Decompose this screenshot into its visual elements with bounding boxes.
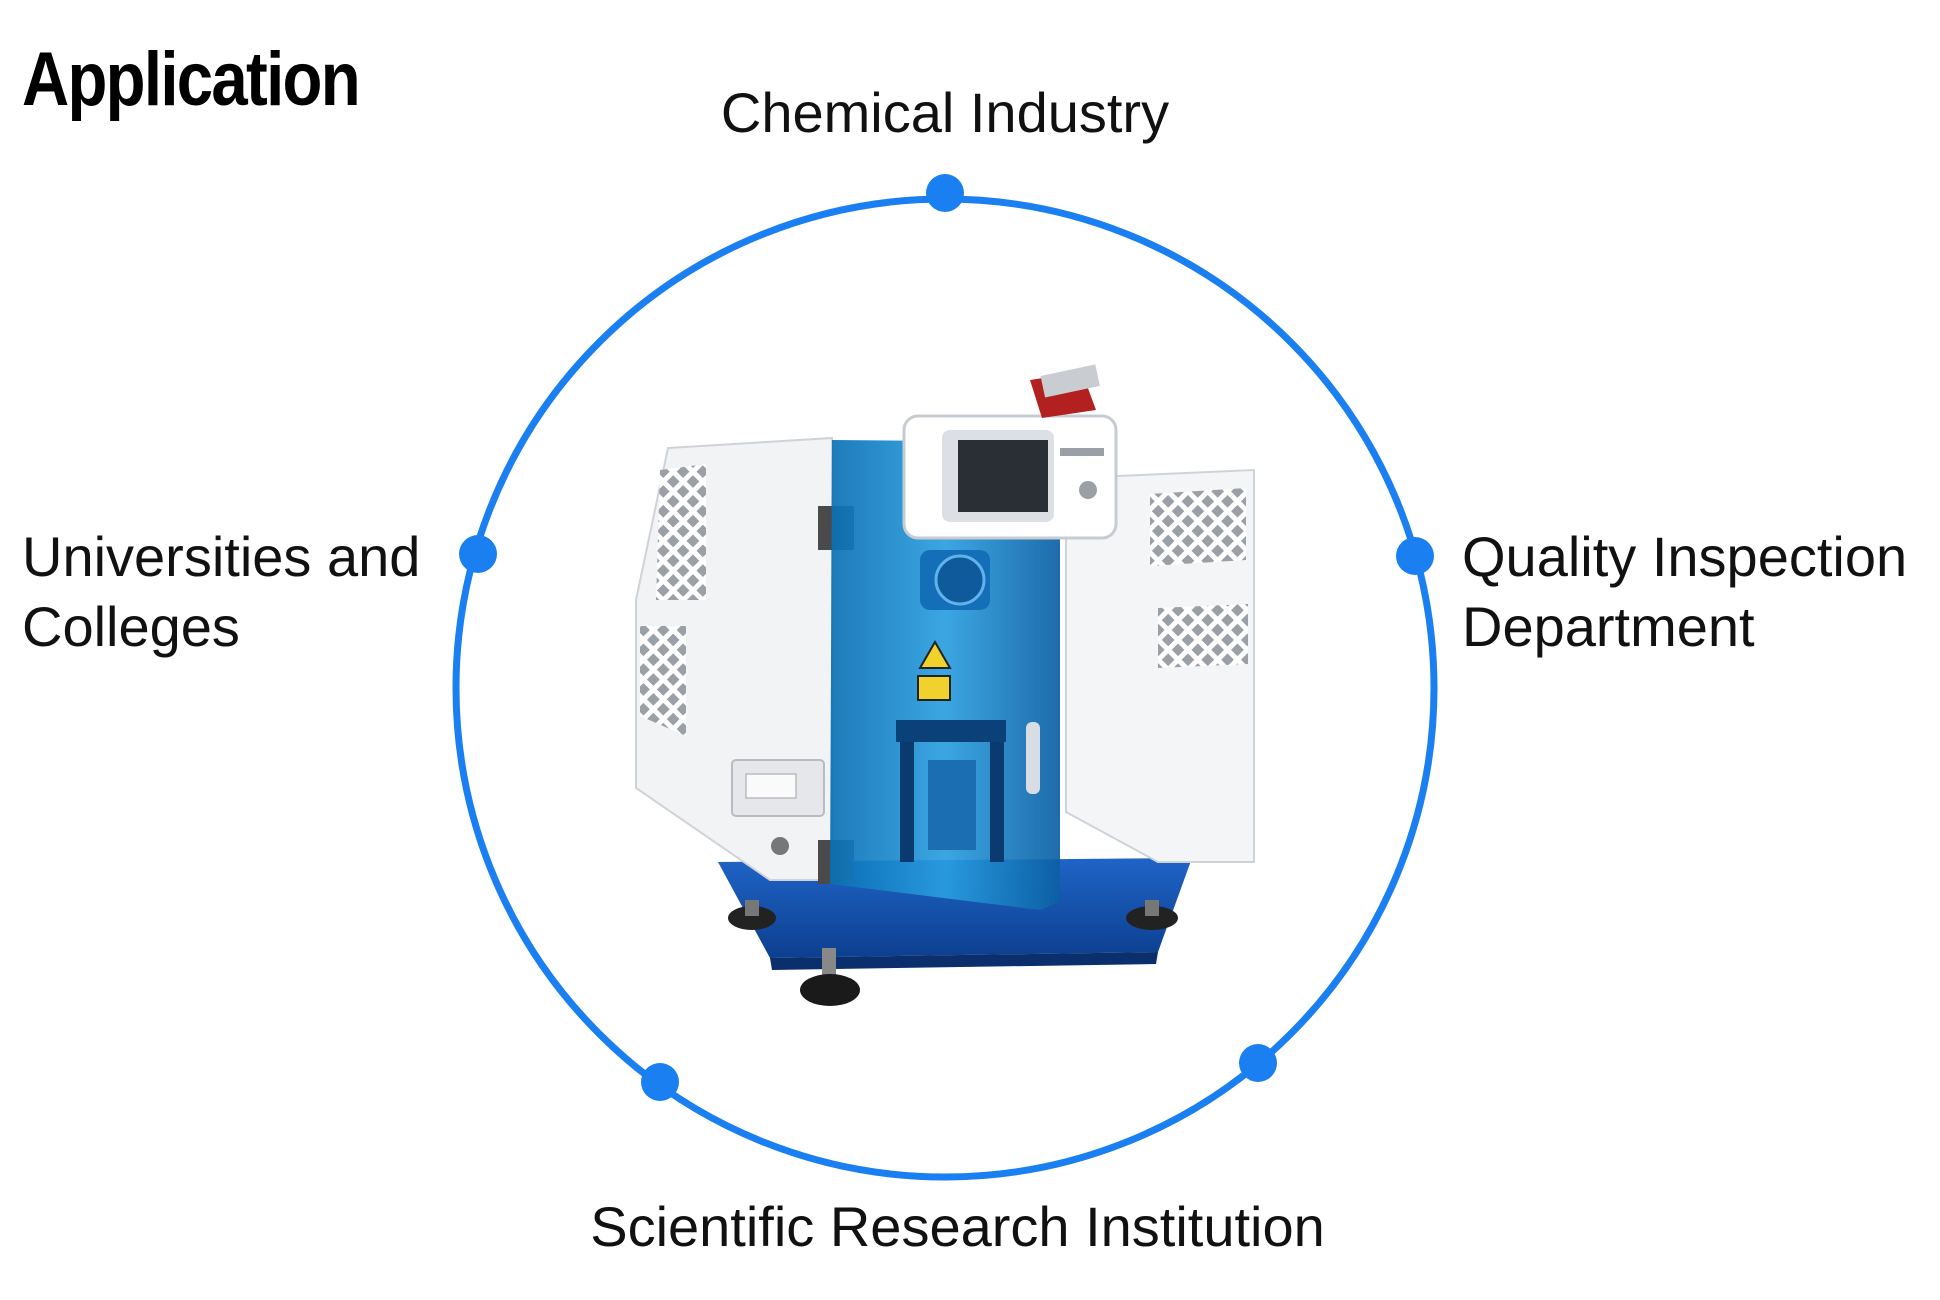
label-line: Department bbox=[1462, 595, 1755, 658]
page-title: Application bbox=[22, 37, 361, 122]
node-dot-bottom-right bbox=[1239, 1044, 1277, 1082]
node-dot-bottom-left bbox=[641, 1063, 679, 1101]
label-line: Quality Inspection bbox=[1462, 525, 1908, 588]
node-dot-left bbox=[459, 535, 497, 573]
label-line: Chemical Industry bbox=[720, 81, 1170, 144]
node-dot-top bbox=[926, 174, 964, 212]
application-quality-inspection-department: Quality Inspection Department bbox=[1462, 522, 1907, 662]
application-chemical-industry: Chemical Industry bbox=[0, 78, 1890, 148]
label-line: Scientific Research Institution bbox=[590, 1195, 1325, 1258]
impact-testing-machine-icon bbox=[635, 364, 1255, 1006]
label-line: Universities and bbox=[22, 525, 421, 588]
node-dot-right bbox=[1396, 537, 1434, 575]
application-universities-and-colleges: Universities and Colleges bbox=[22, 522, 420, 662]
label-line: Colleges bbox=[22, 595, 240, 658]
application-scientific-research-institution: Scientific Research Institution bbox=[0, 1192, 1915, 1262]
